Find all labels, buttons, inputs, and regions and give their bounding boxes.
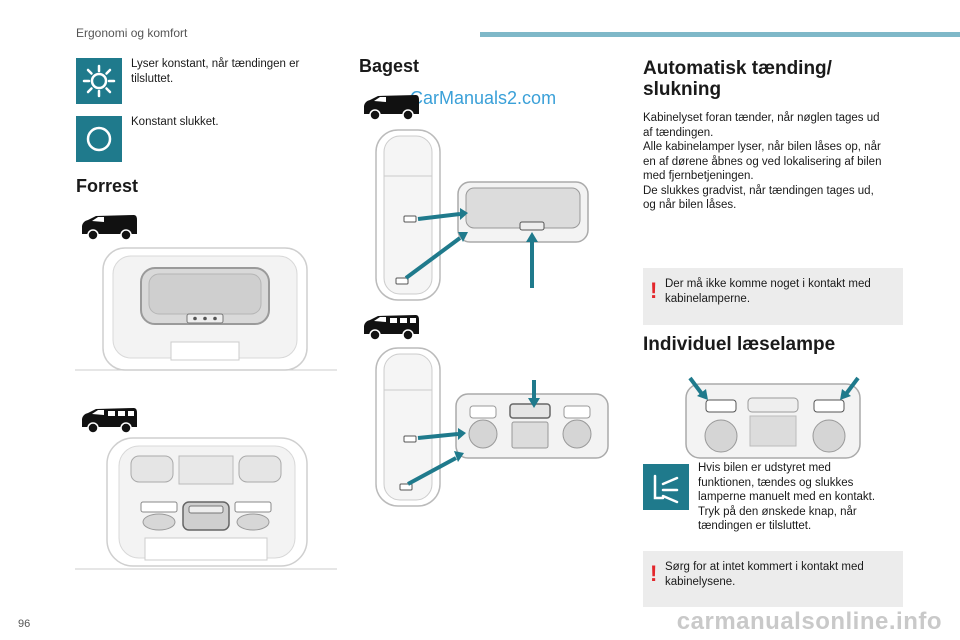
warning-line: kabinelysene. (665, 575, 736, 588)
auto-body-line: med fjernbetjeningen. (643, 170, 754, 182)
reading-body-line: Hvis bilen er udstyret med (698, 462, 831, 474)
warning-line: Der må ikke komme noget i kontakt med (665, 278, 871, 290)
reading-body-line: lamperne manuelt med en kontakt. (698, 491, 876, 503)
warning-icon: ! (650, 561, 658, 586)
auto-body-line: en af dørene åbnes og ved lokalisering a… (643, 155, 882, 168)
reading-body-line: tændingen er tilsluttet. (698, 520, 812, 532)
auto-body-line: De slukkes gradvist, når tændingen tages… (643, 184, 874, 197)
front-console-image-1 (75, 244, 337, 374)
warning-box-auto: ! Der må ikke komme noget i kontakt med … (643, 268, 903, 325)
circle-off-icon (76, 116, 122, 162)
auto-body-line: og når bilen låses. (643, 199, 737, 211)
rear-interior-diagram-short (360, 126, 590, 306)
front-title: Forrest (76, 176, 139, 196)
auto-title-line1: Automatisk tænding/ (643, 58, 832, 79)
auto-body-line: af tændingen. (643, 126, 714, 139)
reading-body: Hvis bilen er udstyret med funktionen, t… (698, 461, 903, 534)
van-icon-rear-long (362, 312, 420, 342)
page-number: 96 (18, 618, 31, 630)
reading-body-line: Tryk på den ønskede knap, når (698, 505, 857, 518)
header-bar (480, 32, 960, 37)
auto-body-line: Alle kabinelamper lyser, når bilen låses… (643, 141, 881, 153)
rear-title: Bagest (359, 56, 420, 76)
rear-interior-diagram-long (360, 346, 610, 508)
reading-title: Individuel læselampe (643, 334, 836, 355)
warning-icon: ! (650, 278, 658, 303)
auto-title: Automatisk tænding/ slukning (643, 58, 832, 100)
reading-lamp-diagram (680, 376, 865, 462)
auto-body-line: Kabinelyset foran tænder, når nøglen tag… (643, 112, 880, 124)
warning-line: Sørg for at intet kommert i kontakt med (665, 561, 864, 573)
auto-title-line2: slukning (643, 79, 722, 100)
warning-line: kabinelamperne. (665, 292, 751, 305)
sun-icon (76, 58, 122, 104)
front-console-image-2 (75, 436, 337, 571)
section-title: Ergonomi og komfort (76, 26, 188, 40)
warning-text-auto: Der må ikke komme noget i kontakt med ka… (665, 277, 895, 306)
legend-text-off: Konstant slukket. (131, 116, 219, 128)
footer-logo: carmanualsonline.info (676, 608, 942, 635)
van-icon-long (80, 405, 138, 435)
reading-body-line: funktionen, tændes og slukkes (698, 476, 854, 489)
watermark: CarManuals2.com (410, 88, 557, 108)
warning-text-reading: Sørg for at intet kommert i kontakt med … (665, 560, 895, 589)
legend-text-on: Lyser konstant, når tændingen er tilslut… (131, 58, 300, 85)
van-icon-rear-short (362, 92, 420, 122)
van-icon-short (80, 212, 138, 242)
reading-lamp-icon (643, 464, 689, 510)
auto-body: Kabinelyset foran tænder, når nøglen tag… (643, 111, 908, 213)
warning-box-reading: ! Sørg for at intet kommert i kontakt me… (643, 551, 903, 607)
